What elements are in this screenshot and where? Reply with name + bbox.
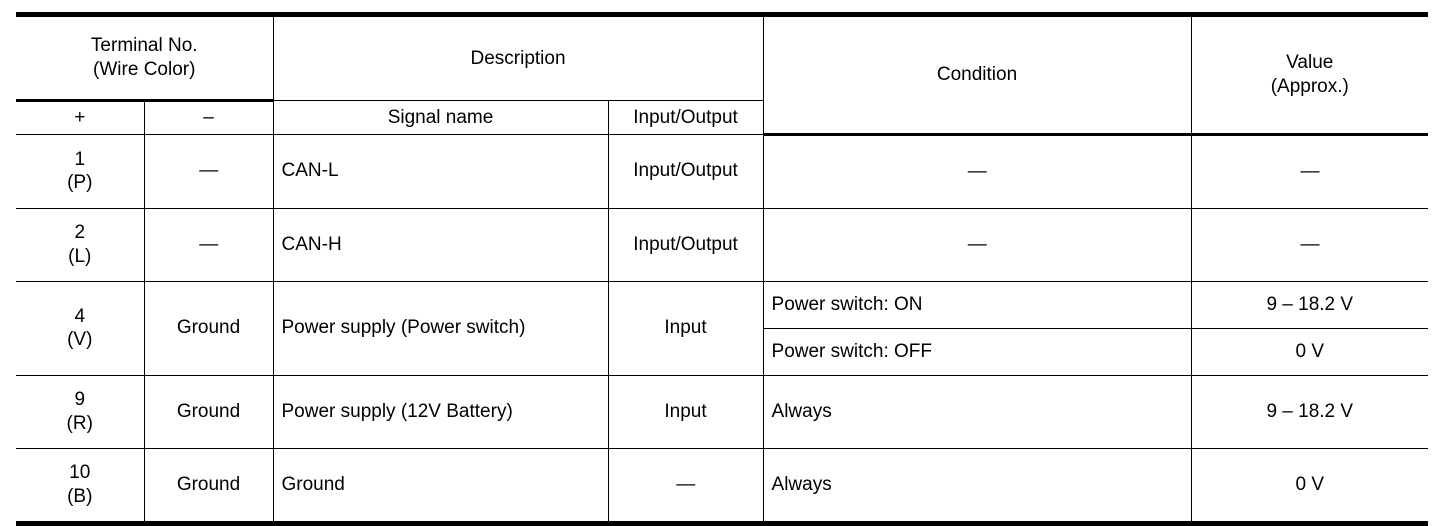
table-header: Terminal No. (Wire Color) Description Co… <box>16 14 1429 136</box>
cell-signal-name: CAN-H <box>272 207 609 282</box>
cell-input-output: Input <box>607 374 764 449</box>
wire-color: (L) <box>68 245 92 267</box>
header-input-output: Input/Output <box>607 100 764 135</box>
cell-terminal-number: 4(V) <box>16 280 145 376</box>
cell-signal-name: Power supply (Power switch) <box>272 280 609 376</box>
cell-value: 0 V <box>1190 447 1429 524</box>
header-terminal-no: Terminal No. (Wire Color) <box>16 14 274 102</box>
cell-input-output: Input <box>607 280 764 376</box>
cell-minus-terminal: Ground <box>143 447 274 524</box>
header-value: Value (Approx.) <box>1190 14 1429 136</box>
cell-condition: — <box>762 207 1192 282</box>
header-terminal-no-line1: Terminal No. <box>90 35 198 57</box>
cell-minus-terminal: Ground <box>143 374 274 449</box>
header-signal-name: Signal name <box>272 100 609 135</box>
cell-value: — <box>1190 133 1429 209</box>
header-condition: Condition <box>762 14 1192 136</box>
cell-terminal-number: 10(B) <box>16 447 145 524</box>
wire-color: (P) <box>67 172 93 194</box>
cell-input-output: — <box>607 447 764 524</box>
cell-signal-name: Power supply (12V Battery) <box>272 374 609 449</box>
cell-signal-name: Ground <box>272 447 609 524</box>
cell-terminal-number: 9(R) <box>16 374 145 449</box>
header-row-secondary: + – Signal name Input/Output <box>16 100 1428 135</box>
cell-value: 9 – 18.2 V <box>1190 374 1429 449</box>
header-plus: + <box>16 100 145 135</box>
wire-color: (V) <box>67 329 93 351</box>
terminal-number: 2 <box>74 222 86 243</box>
terminal-number: 4 <box>74 305 86 327</box>
wire-color: (B) <box>67 485 93 507</box>
cell-minus-terminal: — <box>143 133 274 209</box>
cell-terminal-number: 1(P) <box>16 133 145 209</box>
header-value-line1: Value <box>1286 52 1334 74</box>
terminal-number: 10 <box>69 462 91 483</box>
cell-condition: Power switch: ON <box>762 280 1192 329</box>
cell-condition: Power switch: OFF <box>763 327 1192 376</box>
cell-value: 9 – 18.2 V <box>1190 280 1429 329</box>
terminal-value-table: Terminal No. (Wire Color) Description Co… <box>16 12 1429 526</box>
terminal-number: 9 <box>74 389 86 410</box>
cell-terminal-number: 2(L) <box>16 207 145 282</box>
cell-value: 0 V <box>1190 327 1429 376</box>
cell-minus-terminal: Ground <box>143 280 274 376</box>
cell-signal-name: CAN-L <box>272 133 609 209</box>
terminal-number: 1 <box>74 148 86 170</box>
cell-condition: — <box>762 133 1192 209</box>
cell-value: — <box>1190 207 1429 282</box>
header-terminal-no-line2: (Wire Color) <box>93 59 196 80</box>
header-description: Description <box>272 14 764 101</box>
header-value-line2: (Approx.) <box>1270 75 1349 97</box>
header-minus: – <box>143 100 274 135</box>
cell-input-output: Input/Output <box>607 133 764 209</box>
cell-input-output: Input/Output <box>607 207 764 282</box>
cell-condition: Always <box>762 374 1192 449</box>
header-row-primary: Terminal No. (Wire Color) Description Co… <box>16 14 1429 136</box>
document-sheet: Terminal No. (Wire Color) Description Co… <box>16 12 1429 526</box>
cell-minus-terminal: — <box>143 207 274 282</box>
wire-color: (R) <box>66 412 93 434</box>
cell-condition: Always <box>762 447 1192 524</box>
